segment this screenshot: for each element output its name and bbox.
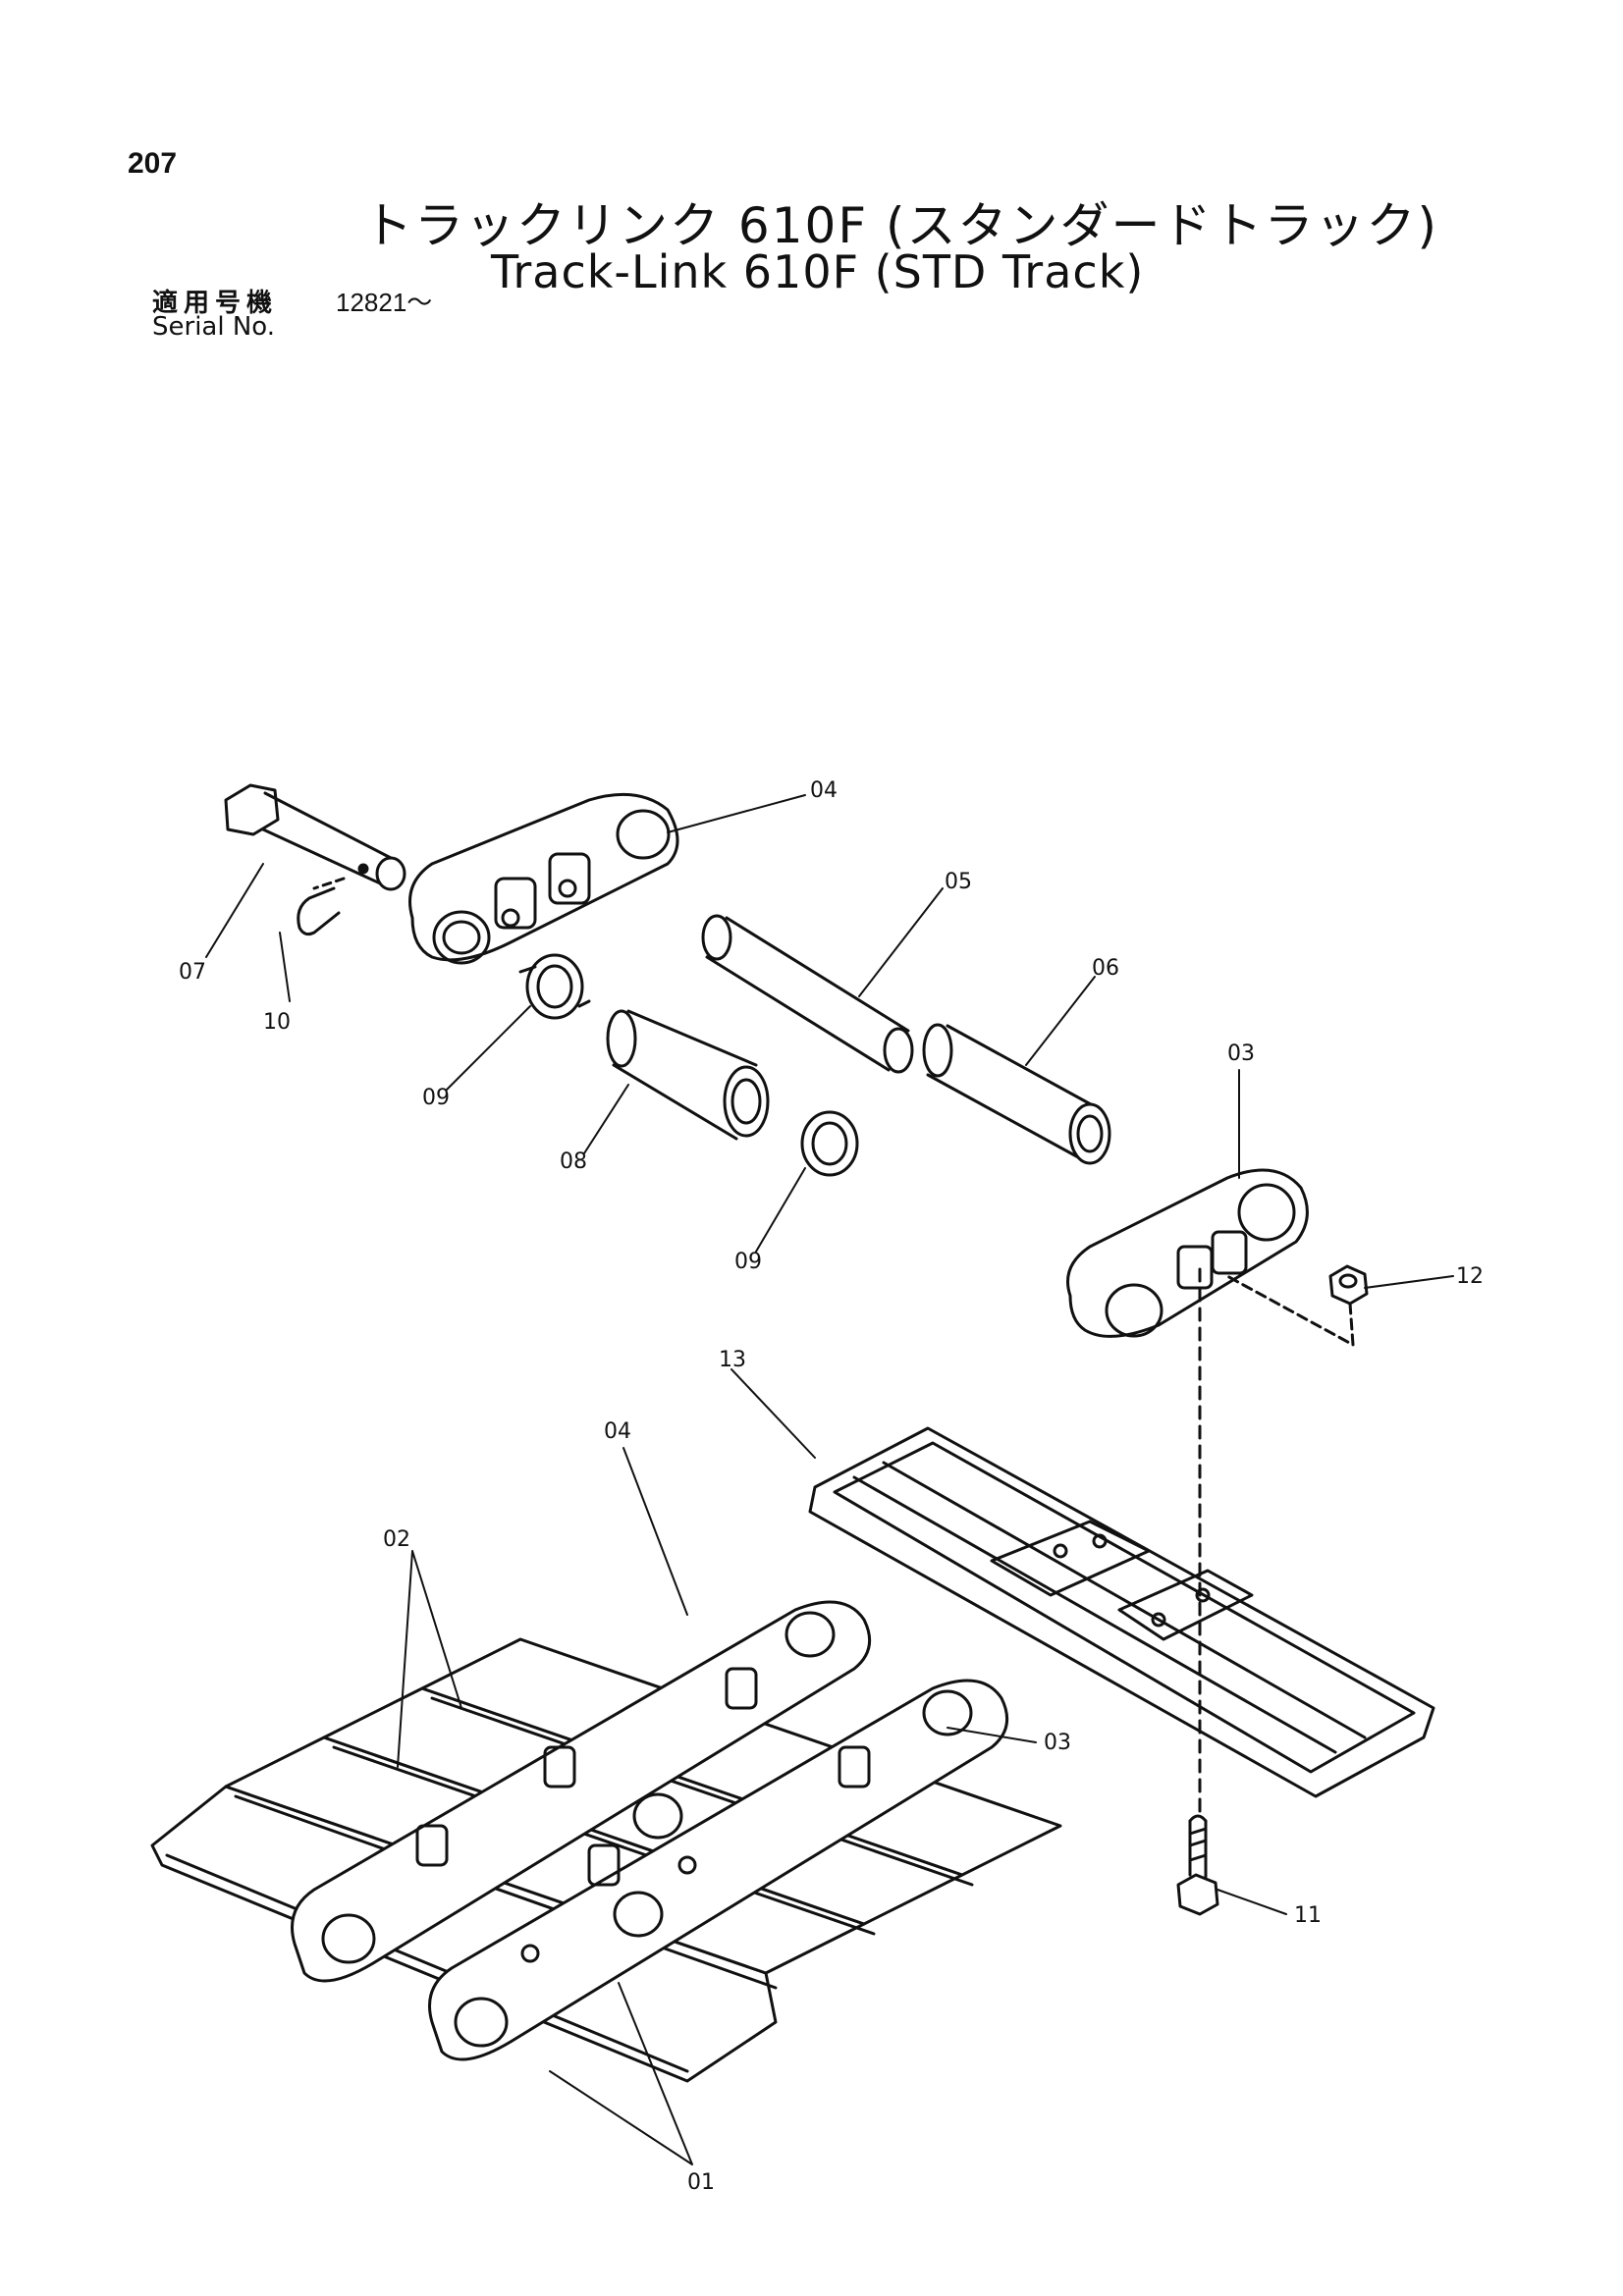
callout-08: 08 <box>560 1149 587 1174</box>
callout-09-upper: 09 <box>422 1086 450 1110</box>
pin-06-part <box>922 1023 1111 1165</box>
leader-lines <box>205 794 1454 2165</box>
callout-03-lower: 03 <box>1044 1731 1071 1755</box>
track-shoe-part <box>808 1426 1435 1798</box>
serial-label-japanese: 適用号機 <box>152 289 279 318</box>
callout-02: 02 <box>383 1527 410 1552</box>
upper-link-part <box>408 792 679 965</box>
seal-lower-part <box>800 1110 859 1177</box>
serial-label-english: Serial No. <box>152 312 275 342</box>
callout-10: 10 <box>263 1010 291 1035</box>
callout-09-lower: 09 <box>734 1250 762 1274</box>
callout-04-lower: 04 <box>604 1419 631 1444</box>
bushing-08-part <box>606 1009 770 1141</box>
nut-part <box>1225 1264 1369 1347</box>
callout-06: 06 <box>1092 956 1119 981</box>
callout-11: 11 <box>1294 1903 1322 1928</box>
callout-01: 01 <box>687 2170 715 2195</box>
bolt-part <box>1176 1264 1219 1916</box>
serial-number-value: 12821～ <box>336 288 433 317</box>
callout-labels: 04 05 06 03 12 07 10 09 08 09 13 04 02 0… <box>179 778 1484 2195</box>
cotter-pin-part <box>297 877 346 936</box>
callout-13: 13 <box>719 1348 746 1372</box>
callout-05: 05 <box>945 870 972 894</box>
page-number: 207 <box>128 147 178 180</box>
callout-03-upper: 03 <box>1227 1041 1255 1066</box>
title-english: Track-Link 610F (STD Track) <box>491 245 1145 298</box>
callout-12: 12 <box>1456 1264 1484 1289</box>
title-japanese: トラックリンク 610F (スタンダードトラック) <box>363 197 1438 254</box>
callout-04-upper: 04 <box>810 778 838 803</box>
right-link-part <box>1066 1168 1309 1338</box>
bushing-part <box>701 914 914 1074</box>
assembled-track-group <box>150 1600 1062 2083</box>
pin-part <box>224 783 406 891</box>
seal-upper-part <box>518 953 591 1020</box>
callout-07: 07 <box>179 960 206 985</box>
